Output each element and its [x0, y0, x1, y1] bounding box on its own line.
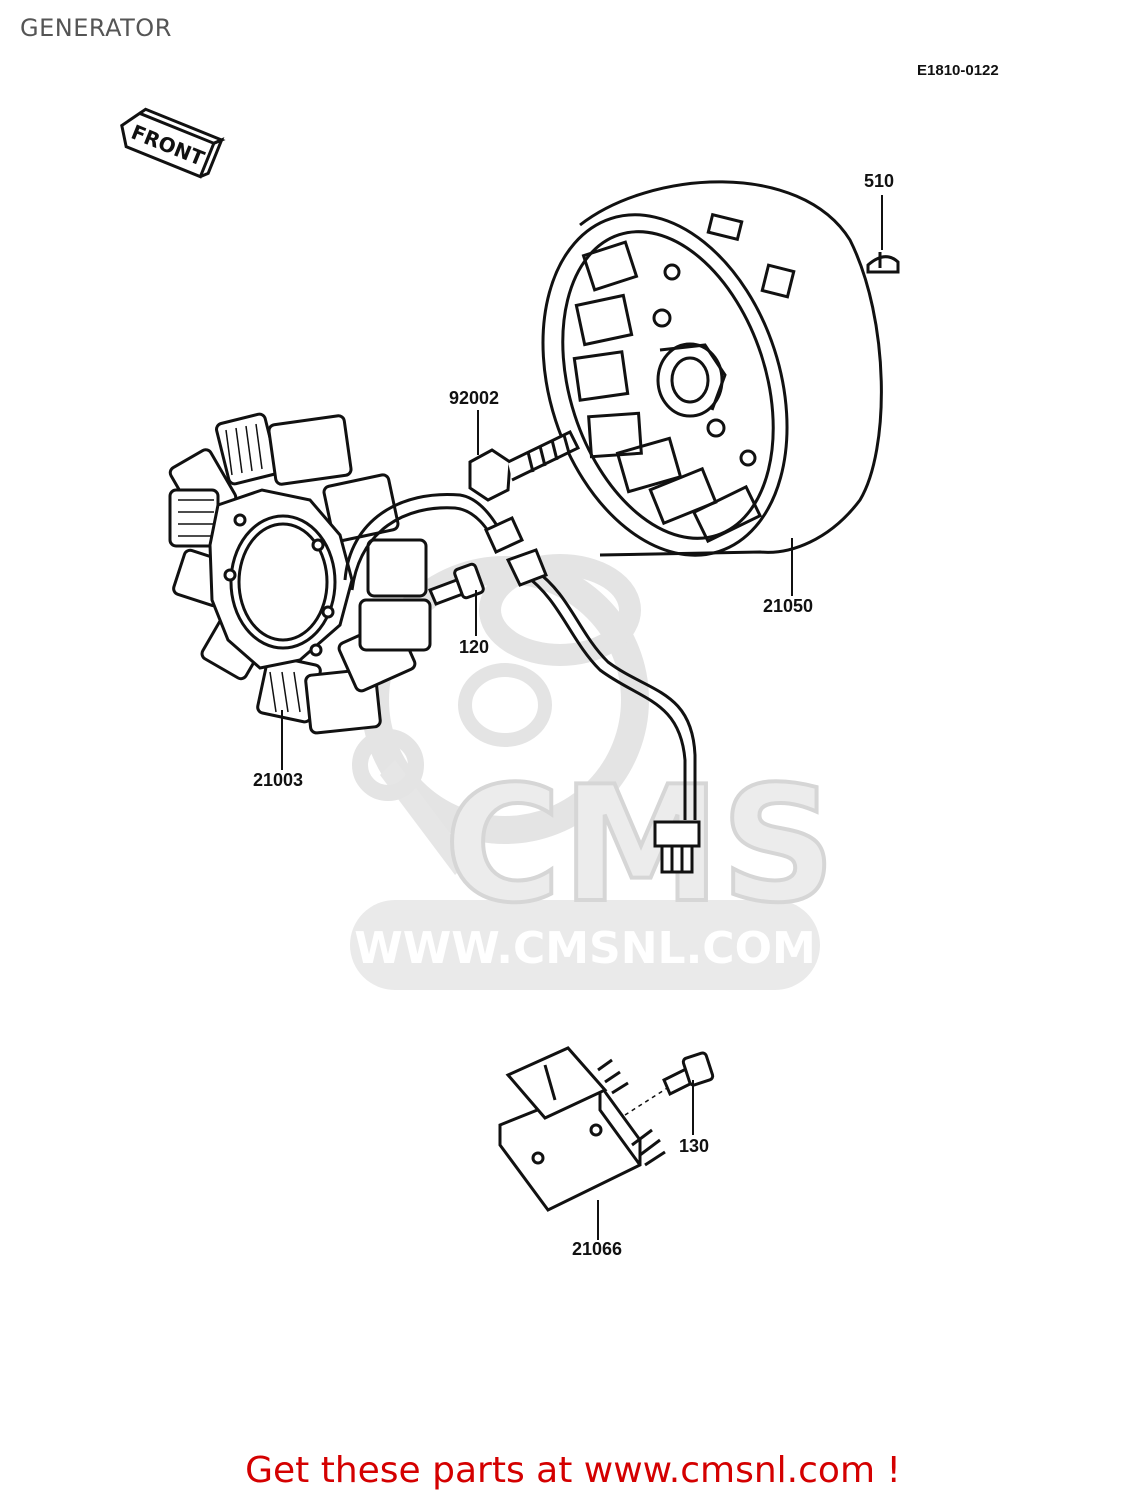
rotor-bolt	[468, 430, 581, 502]
front-arrow: FRONT	[120, 107, 226, 179]
part-number-130: 130	[679, 1136, 710, 1156]
part-number-92002: 92002	[449, 388, 500, 408]
part-number-21003: 21003	[253, 770, 304, 790]
watermark: CMS WWW.CMSNL.COM	[350, 554, 838, 990]
rotor-flywheel	[541, 180, 883, 557]
regulator-bolt	[662, 1051, 715, 1097]
promo-banner-link[interactable]: Get these parts at www.cmsnl.com !	[245, 1450, 901, 1491]
stator-bolt	[428, 562, 485, 606]
diagram-code: E1810-0122	[917, 62, 999, 79]
wire-connector	[484, 516, 701, 874]
woodruff-key	[866, 252, 900, 274]
part-number-21050: 21050	[763, 596, 814, 616]
page-title: GENERATOR	[20, 14, 172, 42]
part-number-120: 120	[459, 637, 490, 657]
part-number-510: 510	[864, 171, 895, 191]
regulator-rectifier	[498, 1046, 666, 1212]
part-number-21066: 21066	[572, 1239, 623, 1259]
wiring-harness	[343, 492, 697, 820]
stator-coil	[168, 412, 432, 735]
regulator-mount-line	[624, 1084, 673, 1116]
watermark-logo: CMS	[444, 751, 836, 938]
watermark-url: WWW.CMSNL.COM	[354, 923, 816, 974]
